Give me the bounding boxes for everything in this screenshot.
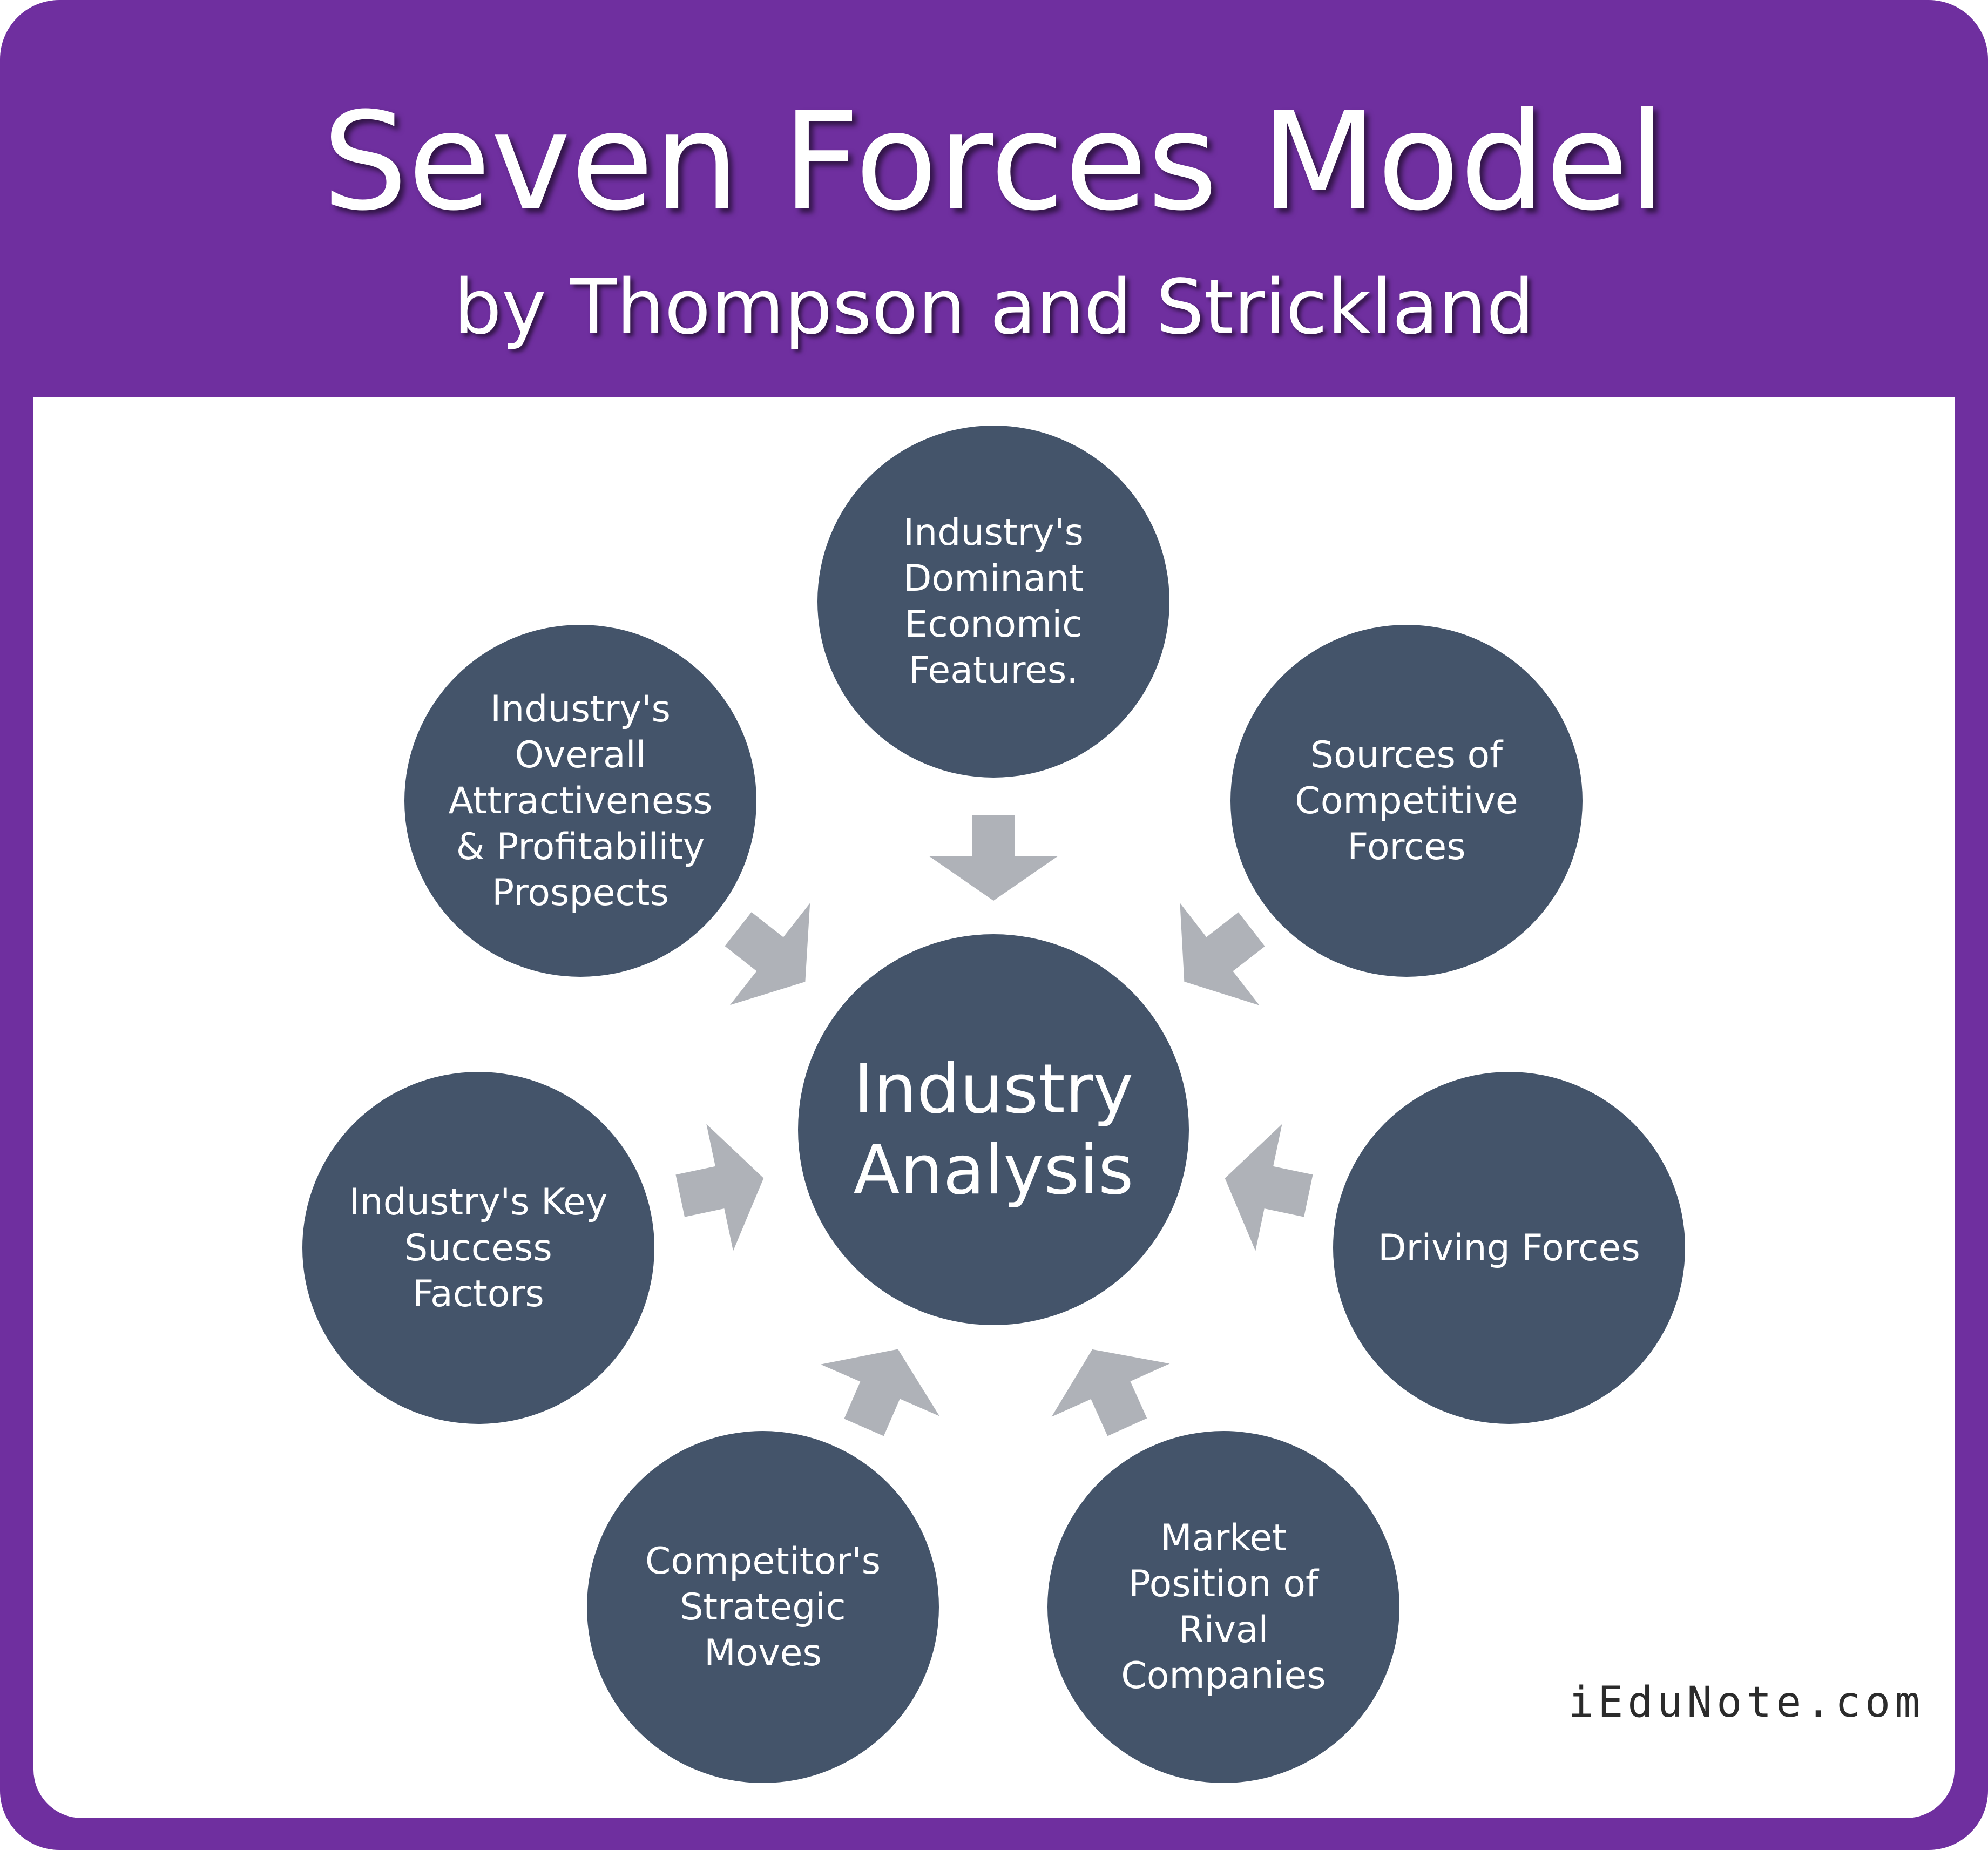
arrow-to-center-driving-forces [1225, 1124, 1313, 1251]
industry-analysis-circle [798, 934, 1189, 1325]
force-circle-dominant-economic-features [817, 426, 1169, 778]
diagram-title: Seven Forces Model [322, 83, 1666, 240]
arrow-to-center-competitors-strategic-moves [820, 1349, 940, 1436]
force-circle-competitors-strategic-moves [587, 1431, 939, 1783]
force-circle-overall-attractiveness [404, 625, 756, 977]
arrow-to-center-overall-attractiveness [725, 903, 810, 1005]
arrow-to-center-dominant-economic-features [929, 815, 1058, 901]
arrow-to-center-key-success-factors [675, 1124, 764, 1251]
arrow-to-center-market-position-rival-companies [1051, 1349, 1170, 1436]
force-circle-key-success-factors [302, 1072, 654, 1424]
force-circle-market-position-rival-companies [1047, 1431, 1399, 1783]
force-circle-sources-of-competitive-forces [1230, 625, 1583, 977]
watermark: iEduNote.com [1568, 1678, 1924, 1727]
diagram-subtitle: by Thompson and Strickland [454, 264, 1534, 352]
arrow-to-center-sources-of-competitive-forces [1180, 903, 1265, 1005]
force-circle-driving-forces [1333, 1072, 1685, 1424]
